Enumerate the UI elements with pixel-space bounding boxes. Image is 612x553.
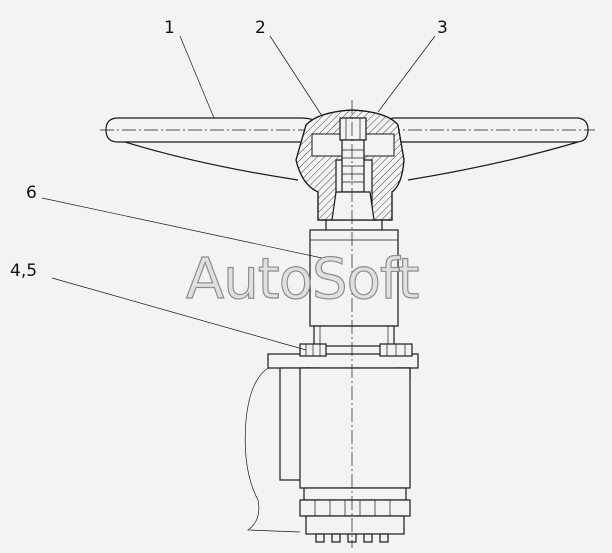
wheel-hub bbox=[295, 109, 405, 221]
callout-label-1: 1 bbox=[164, 18, 175, 38]
column-tube bbox=[309, 220, 399, 347]
callout-label-3: 3 bbox=[437, 18, 448, 38]
hydraulic-unit bbox=[244, 367, 411, 543]
leader-lines bbox=[41, 35, 436, 351]
watermark-text: AutoSoft bbox=[186, 247, 419, 312]
callout-label-6: 6 bbox=[26, 183, 37, 203]
mounting-flange bbox=[267, 343, 419, 379]
callout-label-2: 2 bbox=[255, 18, 266, 38]
callout-label-4-5: 4,5 bbox=[10, 261, 37, 281]
